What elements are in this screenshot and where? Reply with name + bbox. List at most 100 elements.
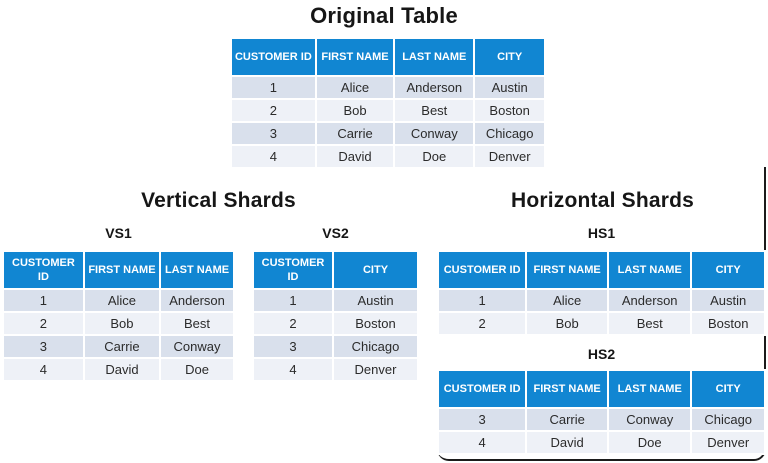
table-cell: Anderson — [393, 75, 476, 100]
table-cell: 4 — [230, 144, 317, 169]
table-cell: Denver — [473, 144, 546, 169]
shard-label-vs2: VS2 — [322, 225, 349, 241]
table-cell: David — [82, 357, 162, 382]
table-cell: Austin — [473, 75, 546, 100]
table-cell: 2 — [251, 311, 335, 336]
table-cell: 2 — [2, 311, 85, 336]
table-cell: Doe — [159, 357, 235, 382]
table-cell: Conway — [159, 334, 235, 359]
column-header: FIRST NAME — [82, 250, 162, 290]
column-header: LAST NAME — [607, 250, 693, 290]
table-cell: 3 — [436, 407, 528, 432]
table-cell: Carrie — [314, 121, 396, 146]
shard-label-hs1: HS1 — [587, 225, 616, 241]
horizontal-shards-title: Horizontal Shards — [510, 189, 695, 212]
column-header: LAST NAME — [159, 250, 235, 290]
column-header: CUSTOMER ID — [251, 250, 335, 290]
column-header: CUSTOMER ID — [436, 250, 528, 290]
table-cell: Best — [159, 311, 235, 336]
column-header: CITY — [332, 250, 419, 290]
table-cell: Best — [393, 98, 476, 123]
table-cell: Conway — [607, 407, 693, 432]
table-cell: Alice — [525, 288, 610, 313]
column-header: CUSTOMER ID — [230, 37, 317, 77]
table-cell: 1 — [2, 288, 85, 313]
table-cell: Boston — [690, 311, 766, 336]
shard-label-vs1: VS1 — [105, 225, 132, 241]
table-cell: Chicago — [473, 121, 546, 146]
table-cell: 3 — [230, 121, 317, 146]
column-header: CUSTOMER ID — [2, 250, 85, 290]
column-header: FIRST NAME — [314, 37, 396, 77]
table-cell: Bob — [314, 98, 396, 123]
column-header: LAST NAME — [393, 37, 476, 77]
table-cell: Alice — [82, 288, 162, 313]
original-table-title: Original Table — [310, 3, 458, 28]
table-cell: Austin — [690, 288, 766, 313]
table-cell: Denver — [332, 357, 419, 382]
table-cell: Doe — [393, 144, 476, 169]
table-cell: 2 — [230, 98, 317, 123]
table-cell: Chicago — [332, 334, 419, 359]
column-header: FIRST NAME — [525, 250, 610, 290]
table-cell: 1 — [230, 75, 317, 100]
table-cell: David — [314, 144, 396, 169]
table-cell: Alice — [314, 75, 396, 100]
table-cell: 1 — [251, 288, 335, 313]
column-header: FIRST NAME — [525, 369, 610, 409]
table-cell: Boston — [473, 98, 546, 123]
table-cell: Anderson — [159, 288, 235, 313]
table-cell: 4 — [2, 357, 85, 382]
table-cell: 3 — [2, 334, 85, 359]
table-cell: 2 — [436, 311, 528, 336]
table-cell: Anderson — [607, 288, 693, 313]
vertical-shards-title: Vertical Shards — [141, 189, 296, 212]
table-cell: Bob — [525, 311, 610, 336]
shard-label-hs2: HS2 — [587, 346, 616, 362]
table-cell: 3 — [251, 334, 335, 359]
table-cell: Chicago — [690, 407, 766, 432]
column-header: CITY — [690, 250, 766, 290]
table-cell: Boston — [332, 311, 419, 336]
table-cell: 1 — [436, 288, 528, 313]
table-cell: Bob — [82, 311, 162, 336]
table-cell: Doe — [607, 430, 693, 455]
column-header: CITY — [473, 37, 546, 77]
table-cell: David — [525, 430, 610, 455]
column-header: CUSTOMER ID — [436, 369, 528, 409]
table-cell: 4 — [251, 357, 335, 382]
column-header: CITY — [690, 369, 766, 409]
table-cell: Carrie — [525, 407, 610, 432]
table-cell: Conway — [393, 121, 476, 146]
table-cell: Austin — [332, 288, 419, 313]
table-cell: Best — [607, 311, 693, 336]
table-cell: 4 — [436, 430, 528, 455]
